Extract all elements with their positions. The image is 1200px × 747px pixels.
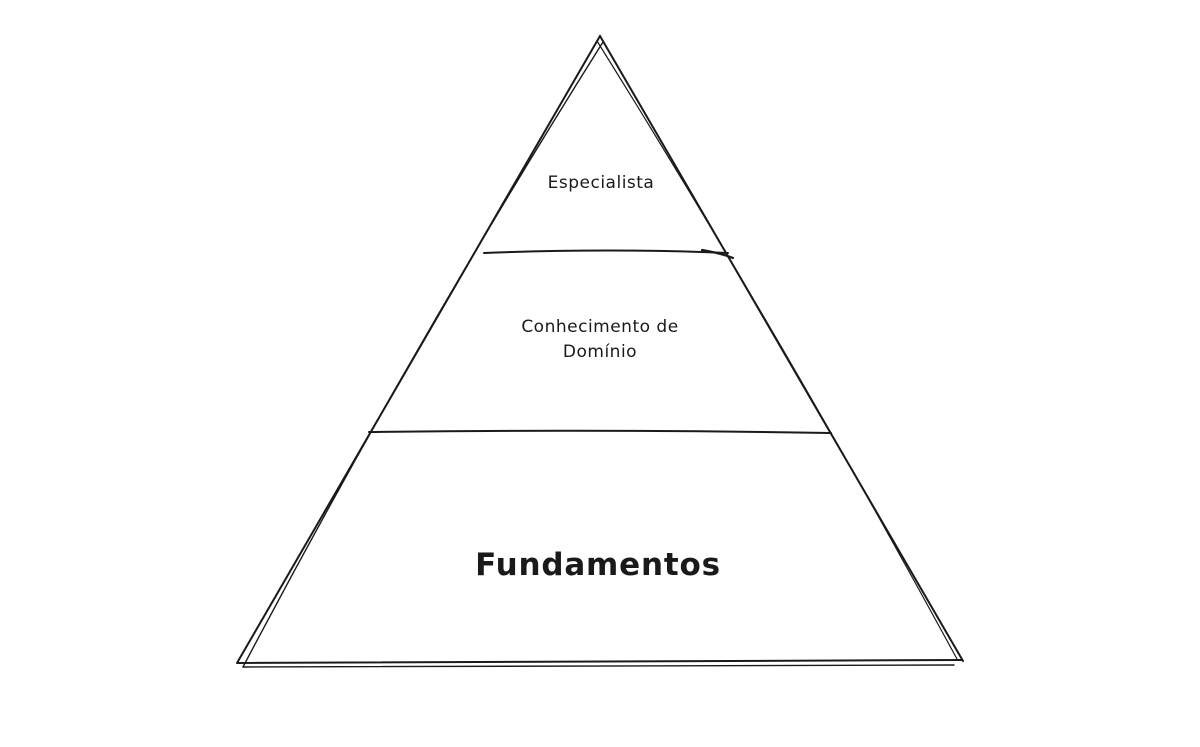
level-label-fundamentos: Fundamentos [475, 547, 721, 583]
divider-top [483, 249, 729, 254]
pyramid-base-edge [237, 659, 963, 664]
pyramid-base-edge-sketch [242, 664, 955, 668]
divider-bottom [368, 429, 832, 434]
level-label-conhecimento-de-dominio: Conhecimento de Domínio [521, 315, 678, 365]
pyramid-right-edge-sketch [596, 40, 958, 660]
level-label-especialista: Especialista [547, 173, 655, 193]
level-label-conhecimento-line-1: Conhecimento de [521, 317, 679, 337]
level-label-conhecimento-line-2: Domínio [562, 342, 638, 362]
divider-top-sketch [700, 248, 735, 260]
pyramid-left-edge-sketch [242, 41, 604, 668]
pyramid-right-edge [599, 35, 964, 662]
